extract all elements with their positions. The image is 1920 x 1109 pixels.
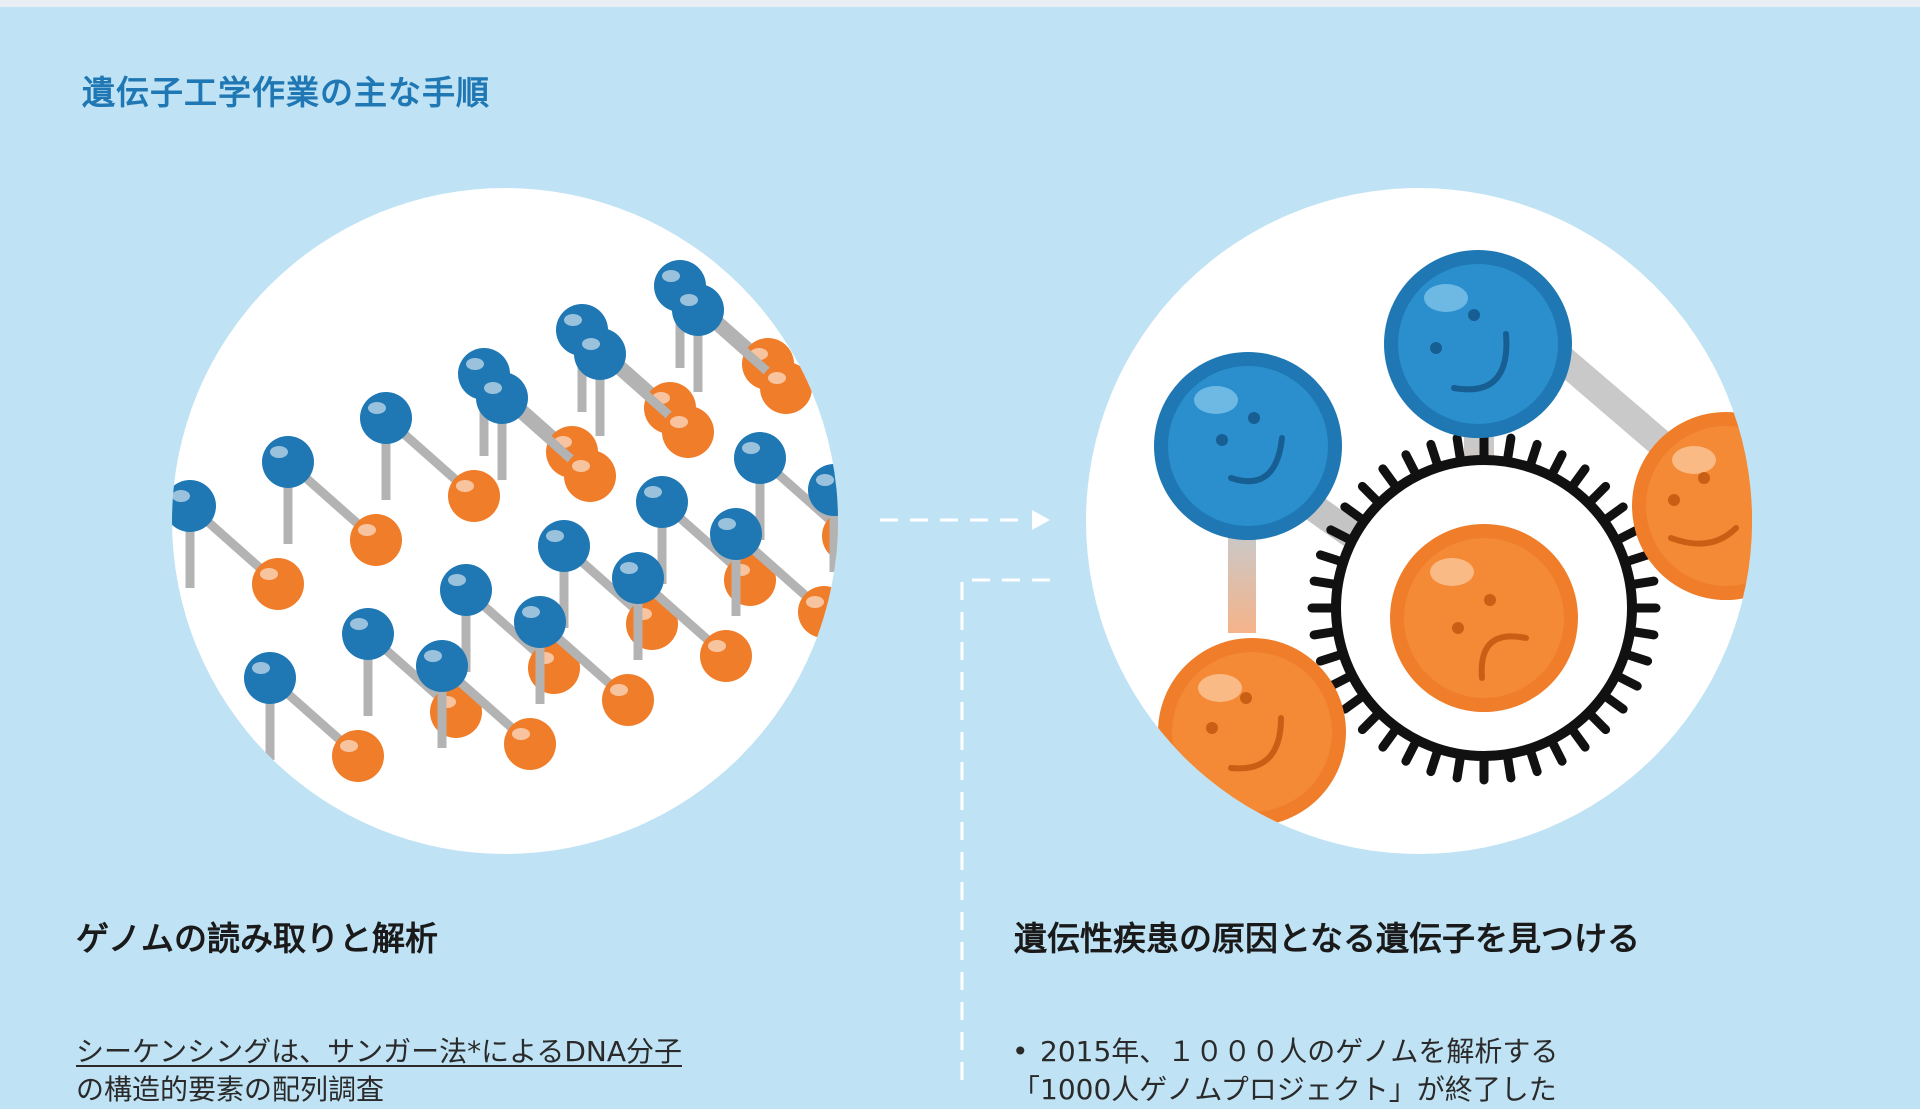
gear-tooth (1503, 433, 1516, 463)
gear-tooth (1526, 748, 1542, 777)
dna-orange-atom (252, 558, 304, 610)
dna-blue-atom (808, 464, 838, 516)
connector-down-line (960, 578, 1050, 1086)
molecule-svg (1154, 250, 1752, 826)
dna-blue-atom (672, 284, 724, 336)
gear-tooth (1357, 710, 1382, 735)
dna-blue-atom (476, 372, 528, 424)
description-line-2: の構造的要素の配列調査 (76, 1073, 385, 1106)
gear-tooth (1326, 672, 1354, 691)
gear-tooth (1452, 753, 1465, 783)
dna-orange-atom (662, 406, 714, 458)
dna-blue-atom (612, 552, 664, 604)
dna-blue-atom (262, 436, 314, 488)
dna-orange-atom (564, 450, 616, 502)
gear-tooth (1326, 525, 1354, 544)
dna-blue-atom (440, 564, 492, 616)
genome-reading-description: シーケンシングは、サンガー法*によるDNA分子 の構造的要素の配列調査 (76, 1033, 796, 1109)
bullet-icon: • (1012, 1035, 1029, 1068)
gear-tooth (1602, 502, 1628, 524)
gear-tooth (1629, 627, 1659, 640)
blue-atom-left (1154, 352, 1342, 540)
dna-blue-atom (734, 432, 786, 484)
orange-atom-right (1632, 412, 1752, 600)
top-strip (0, 0, 1920, 7)
dna-blue-atom (416, 640, 468, 692)
dna-blue-atom (514, 596, 566, 648)
gear-tooth (1548, 738, 1567, 766)
dna-blue-atom (574, 328, 626, 380)
gear-tooth (1357, 481, 1382, 506)
dna-illustration (172, 188, 838, 854)
dna-orange-atom (700, 630, 752, 682)
gear-tooth (1452, 433, 1465, 463)
orange-atom-bottom (1158, 638, 1346, 826)
gear-tooth (1629, 576, 1659, 589)
dna-orange-atom (448, 470, 500, 522)
gear-tooth (1340, 692, 1366, 714)
gear-tooth (1586, 481, 1611, 506)
gear-tooth (1602, 692, 1628, 714)
gear-tooth (1309, 627, 1339, 640)
faulty-gene-atom (1390, 524, 1578, 712)
gear-tooth (1503, 753, 1516, 783)
gear-tooth (1614, 525, 1642, 544)
gear-tooth (1315, 550, 1344, 566)
gear-tooth (1401, 738, 1420, 766)
gear-tooth (1426, 748, 1442, 777)
dna-orange-atom (504, 718, 556, 770)
dna-blue-atom (710, 508, 762, 560)
dna-blue-atom (636, 476, 688, 528)
gear-tooth (1568, 464, 1590, 490)
gear-tooth (1309, 576, 1339, 589)
list-item-line-2: 「1000人ゲノムプロジェクト」が終了した (1012, 1073, 1557, 1106)
dna-helix-svg (172, 216, 838, 782)
dna-orange-atom (332, 730, 384, 782)
dna-orange-atom (350, 514, 402, 566)
gear-tooth (1426, 439, 1442, 468)
dna-blue-atom (770, 240, 822, 292)
gear-tooth (1624, 550, 1653, 566)
dna-orange-atom (798, 586, 838, 638)
gear-tooth (1614, 672, 1642, 691)
page-title: 遺伝子工学作業の主な手順 (82, 73, 490, 112)
blue-atom-top (1384, 250, 1572, 438)
molecule-illustration (1086, 188, 1752, 854)
sequencing-link[interactable]: シーケンシングは、サンガー法*によるDNA分子 (76, 1035, 682, 1068)
find-genes-description: • 2015年、１０００人のゲノムを解析する 「1000人ゲノムプロジェクト」が終… (1012, 1033, 1732, 1109)
gear-tooth (1568, 726, 1590, 752)
gear-tooth (1586, 710, 1611, 735)
dna-blue-atom (360, 392, 412, 444)
dna-orange-atom (602, 674, 654, 726)
dna-blue-atom (342, 608, 394, 660)
gear-tooth (1315, 650, 1344, 666)
gear-tooth (1624, 650, 1653, 666)
gear-tooth (1548, 450, 1567, 478)
dna-blue-atom (244, 652, 296, 704)
dna-blue-atom (538, 520, 590, 572)
gear-tooth (1378, 464, 1400, 490)
dna-orange-atom (760, 362, 812, 414)
dna-blue-atom (172, 480, 216, 532)
section-heading-find-genes: 遺伝性疾患の原因となる遺伝子を見つける (1014, 919, 1641, 958)
section-heading-genome-reading: ゲノムの読み取りと解析 (76, 919, 439, 958)
gear-tooth (1340, 502, 1366, 524)
list-item: 2015年、１０００人のゲノムを解析する (1040, 1035, 1559, 1068)
arrow-head-icon (1032, 510, 1050, 530)
gear-tooth (1378, 726, 1400, 752)
gear-tooth (1526, 439, 1542, 468)
gear-tooth (1401, 450, 1420, 478)
